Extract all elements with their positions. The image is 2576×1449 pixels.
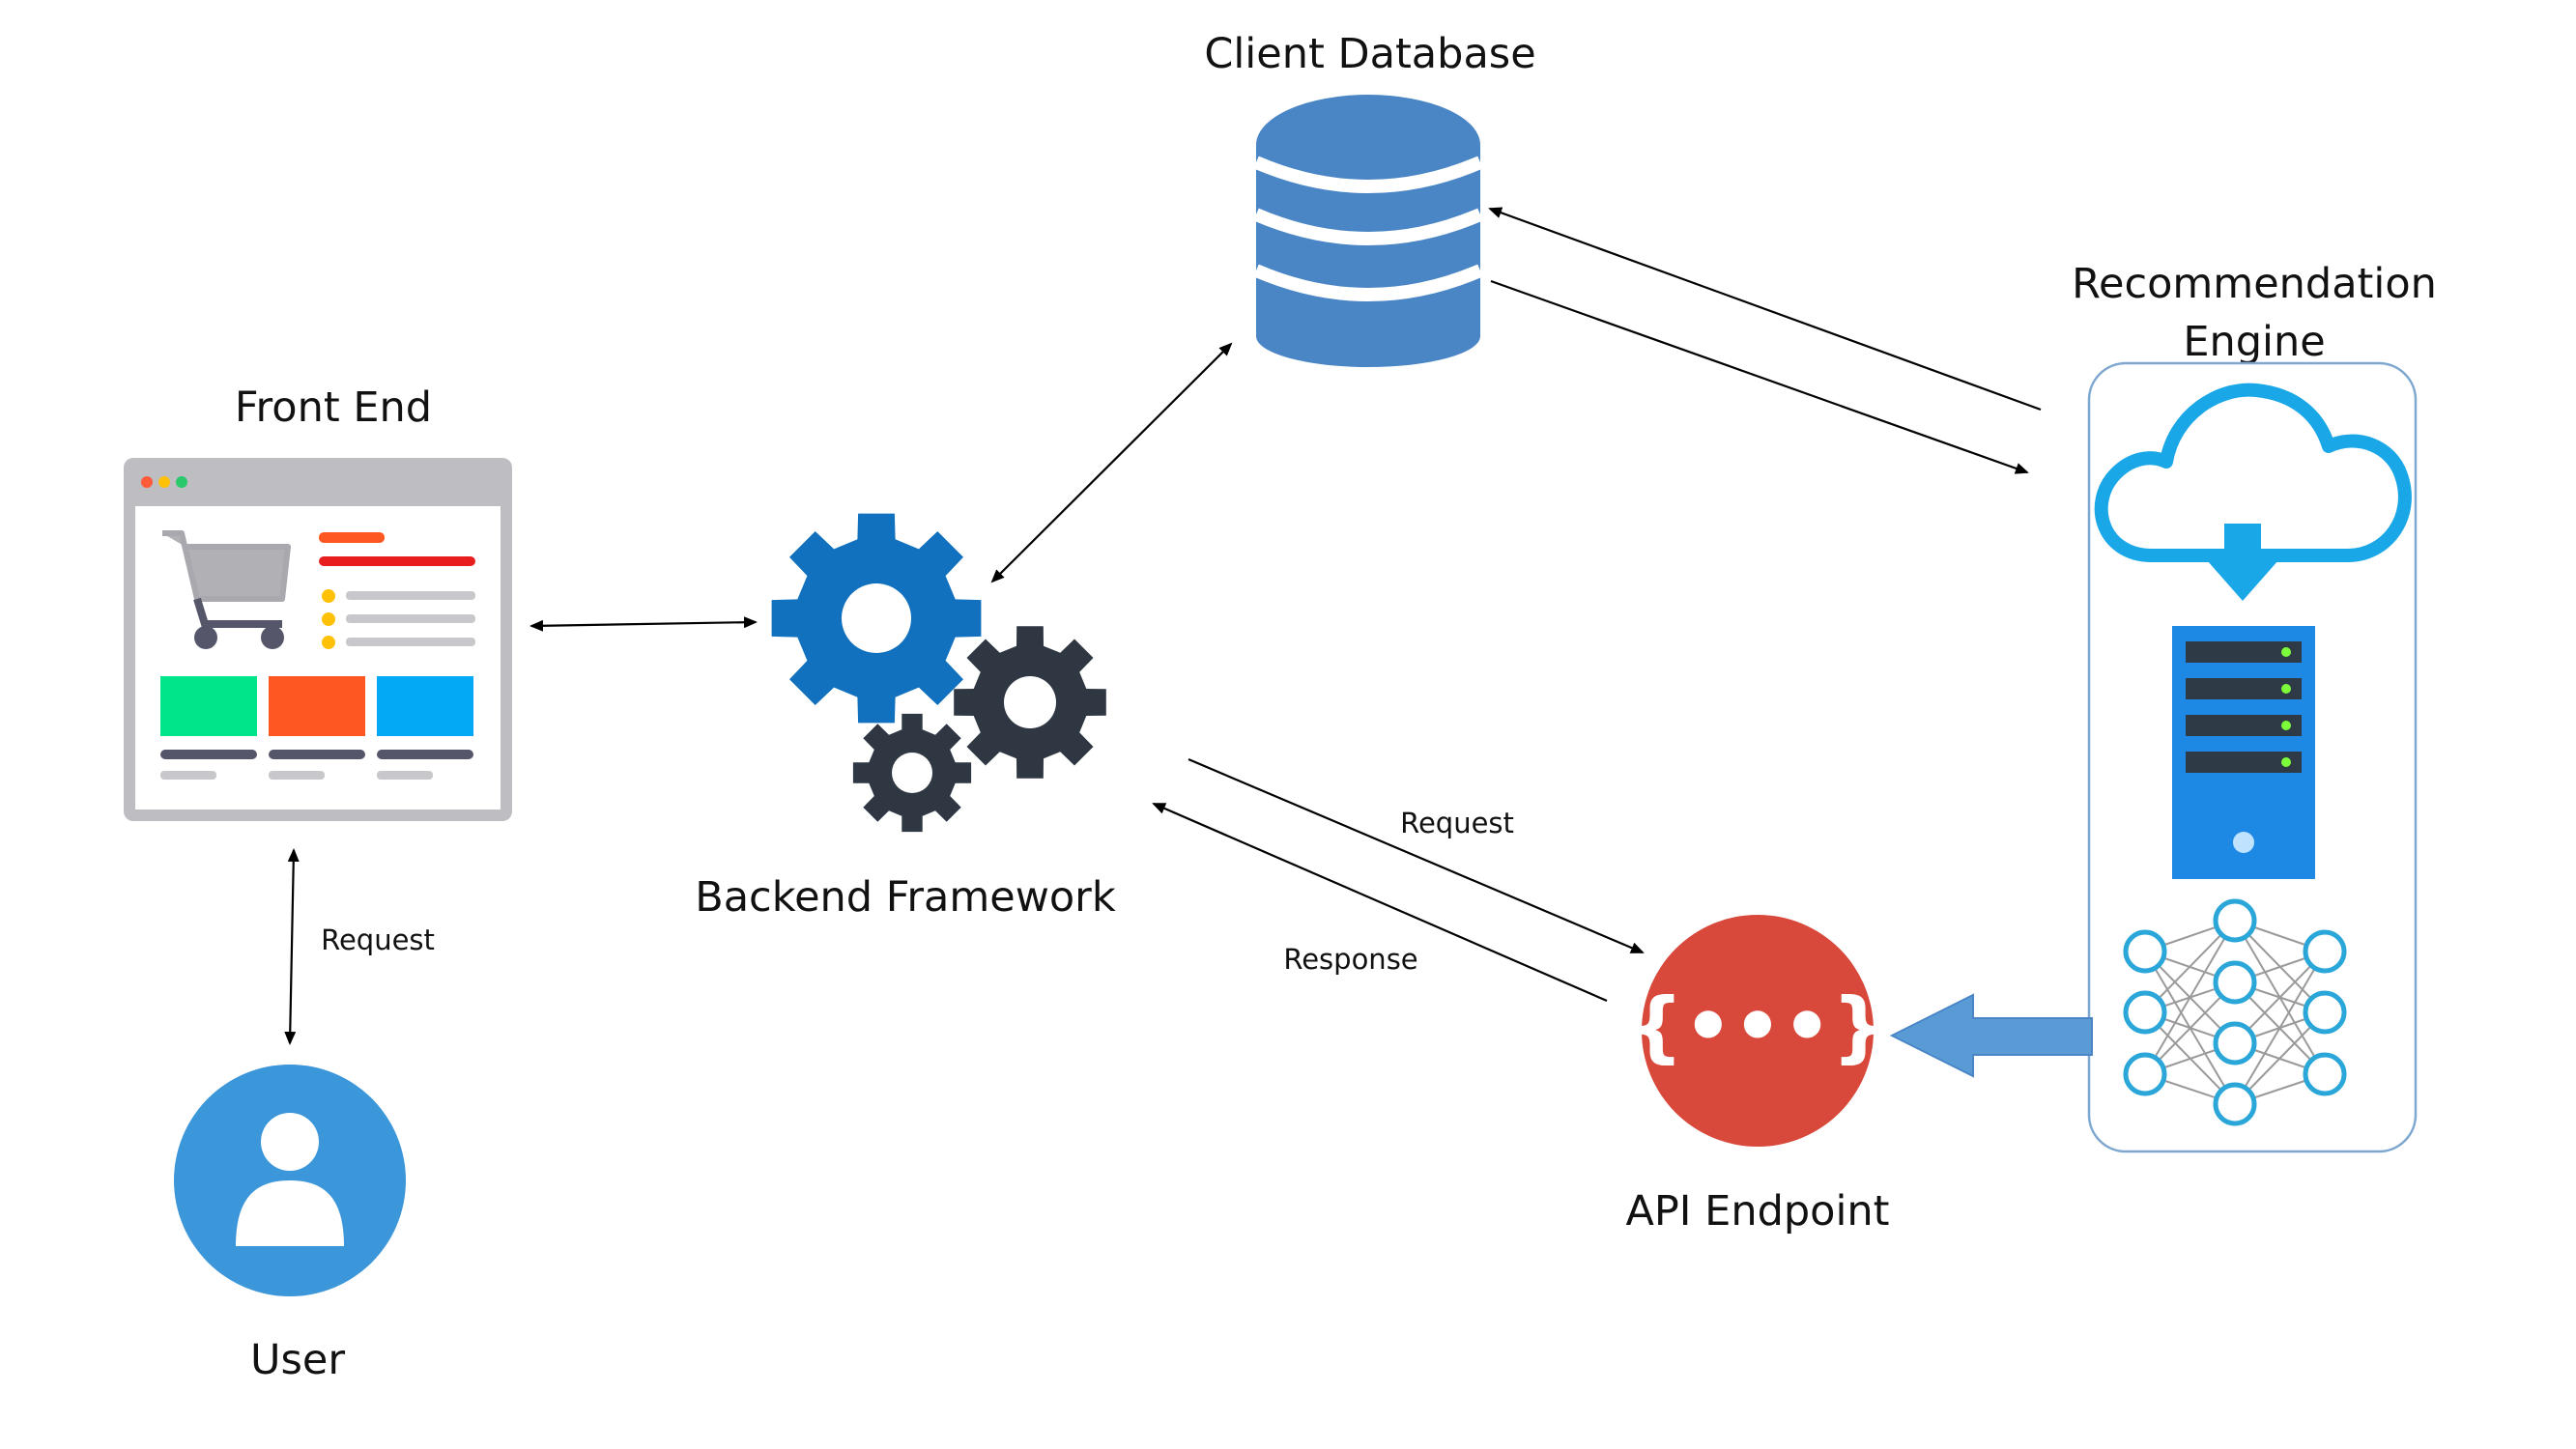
recommendation-engine-label-line1: Recommendation <box>2072 260 2437 308</box>
recommendation-engine-panel <box>2087 361 2418 1153</box>
nn-node <box>2303 929 2347 974</box>
backend-framework-node: Backend Framework <box>695 513 1116 922</box>
nn-connection <box>2144 920 2236 1075</box>
user-avatar-icon <box>174 1065 406 1296</box>
recommendation-engine-node: Recommendation Engine <box>1889 260 2437 1153</box>
engine-to-database-arrow <box>1488 207 2042 412</box>
backend-to-api-arrow <box>1188 757 1645 954</box>
database-icon <box>1253 95 1483 367</box>
database-to-engine-arrow <box>1490 279 2029 474</box>
api-to-backend-arrow <box>1152 802 1608 1003</box>
gear-hole <box>1004 676 1056 728</box>
nn-node <box>2213 898 2257 943</box>
gear-large-icon <box>771 513 982 724</box>
connectors: Request Response Request <box>284 207 2042 1045</box>
nn-node <box>2213 1082 2257 1126</box>
server-icon <box>2172 626 2315 879</box>
shopping-cart-icon <box>162 530 291 649</box>
nn-node <box>2123 990 2167 1035</box>
api-endpoint-label: API Endpoint <box>1625 1187 1889 1236</box>
cloud-download-icon <box>2094 383 2412 601</box>
neural-network-icon <box>2123 898 2347 1126</box>
gear-medium-icon <box>954 626 1106 779</box>
api-endpoint-node: {•••} API Endpoint <box>1625 915 1890 1236</box>
nn-node <box>2123 1052 2167 1096</box>
backend-database-arrow <box>990 342 1233 583</box>
api-to-backend-response-label: Response <box>1283 943 1417 976</box>
user-node: User <box>174 1065 406 1384</box>
nn-connection <box>2234 951 2326 1105</box>
nn-node <box>2303 990 2347 1035</box>
nn-node <box>2213 1021 2257 1065</box>
gear-hole <box>892 753 932 793</box>
backend-framework-label: Backend Framework <box>695 873 1116 922</box>
nn-node <box>2123 929 2167 974</box>
front-end-label: Front End <box>235 384 432 432</box>
user-label: User <box>250 1336 345 1384</box>
nn-node <box>2213 960 2257 1005</box>
frontend-backend-arrow <box>530 616 758 632</box>
api-icon <box>1642 915 1874 1147</box>
front-end-node: Front End <box>124 384 512 821</box>
api-braces-symbol: {•••} <box>1628 981 1886 1071</box>
backend-to-api-request-label: Request <box>1400 807 1514 839</box>
recommendation-engine-label-line2: Engine <box>2183 318 2325 366</box>
nn-node <box>2303 1052 2347 1096</box>
gear-small-icon <box>852 713 972 833</box>
engine-to-api-arrow <box>1889 993 2093 1078</box>
client-database-node: Client Database <box>1204 30 1536 367</box>
frontend-user-request-label: Request <box>321 923 435 956</box>
client-database-label: Client Database <box>1204 30 1535 78</box>
web-shop-icon <box>124 458 512 821</box>
gear-hole <box>842 583 911 653</box>
gears-icon <box>771 513 1106 833</box>
frontend-user-arrow <box>284 848 300 1045</box>
